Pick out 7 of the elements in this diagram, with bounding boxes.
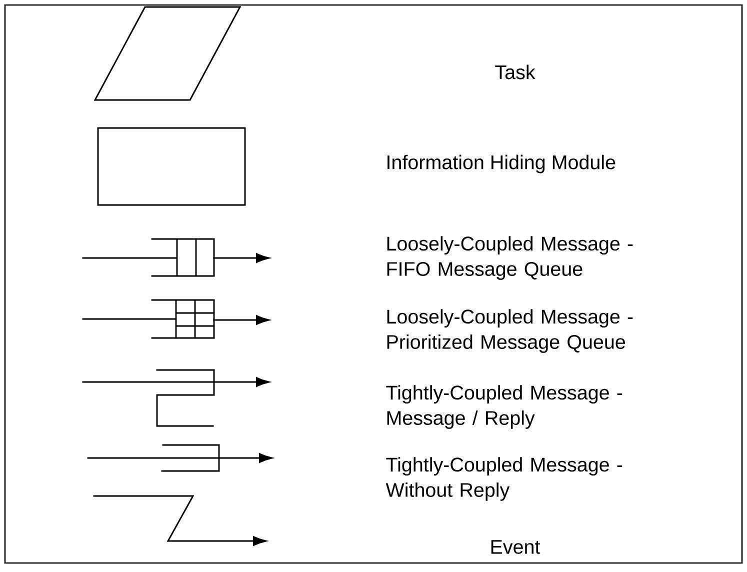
legend-text: Loosely-Coupled Message -Prioritized Message Queue [387, 309, 633, 353]
legend-text: Tightly-Coupled Message -Message / Reply [386, 385, 622, 429]
legend-text: Tightly-Coupled Message -Without Reply [386, 457, 622, 501]
legend-text: Information Hiding Module [388, 154, 616, 174]
legend-text: Event [491, 540, 540, 554]
legend-text: Task [495, 64, 536, 80]
legend-text: Loosely-Coupled Message -FIFO Message Queue [387, 236, 633, 280]
